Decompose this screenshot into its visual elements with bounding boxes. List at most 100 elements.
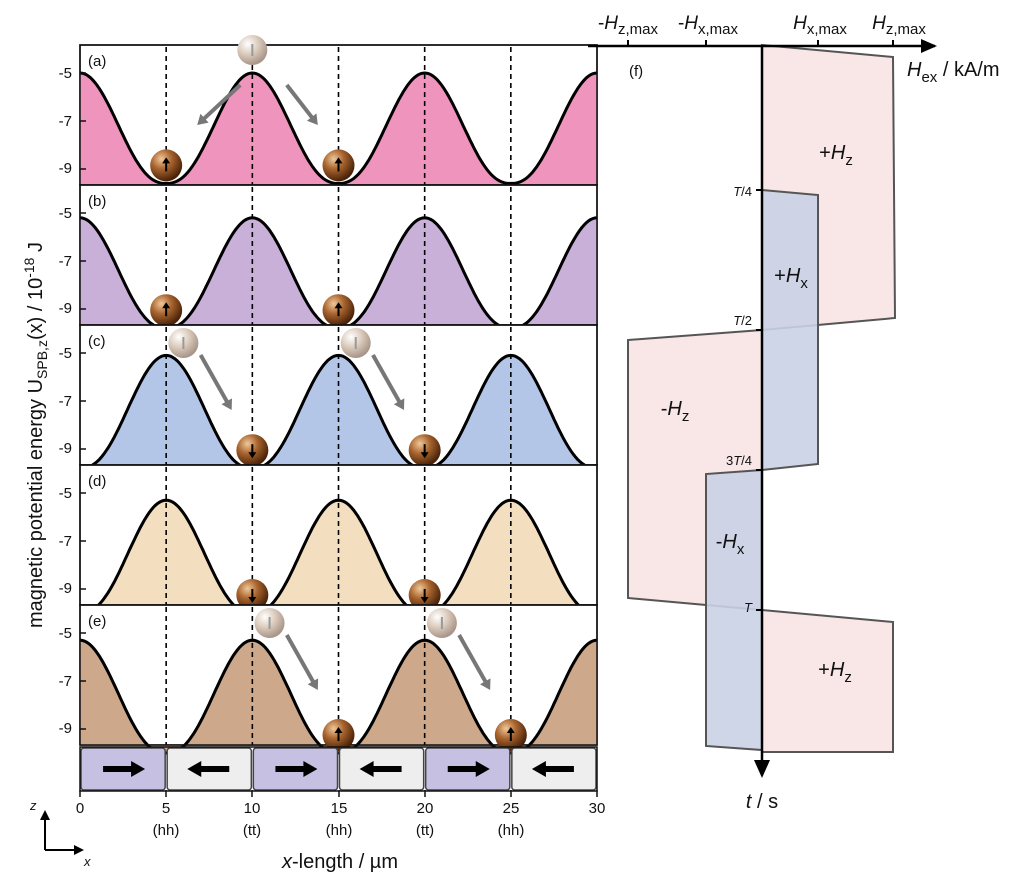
motion-arrow bbox=[201, 83, 242, 122]
x-tick-label: 0 bbox=[76, 800, 84, 817]
magnetization-arrowhead bbox=[303, 761, 318, 777]
energy-fill bbox=[80, 500, 597, 613]
x-tick-label: 20 bbox=[417, 800, 434, 817]
panel-label-a: (a) bbox=[88, 53, 106, 70]
x-tick-label: 30 bbox=[589, 800, 606, 817]
motion-arrow bbox=[285, 83, 315, 120]
x-tick-label: 5 bbox=[162, 800, 170, 817]
magnetization-arrowhead bbox=[131, 761, 146, 777]
motion-arrowhead bbox=[306, 113, 318, 125]
wall-label: (hh) bbox=[498, 822, 525, 839]
spin-arrowhead bbox=[420, 452, 429, 459]
y-tick-label: -5 bbox=[59, 625, 72, 642]
time-tick-label: T bbox=[744, 600, 753, 615]
spin-arrowhead bbox=[334, 157, 343, 164]
panel-label-b: (b) bbox=[88, 193, 106, 210]
left-figure: magnetic potential energy USPB,z(x) / 10… bbox=[21, 35, 605, 873]
x-tick-labels: 0 5 10 15 20 25 30 bbox=[76, 800, 606, 817]
energy-panels bbox=[79, 35, 598, 755]
x-tick-label: 25 bbox=[503, 800, 520, 817]
region-label-plus-hx: +Hx bbox=[774, 265, 808, 292]
motion-arrow bbox=[457, 634, 488, 685]
time-axis-label: t / s bbox=[746, 791, 778, 813]
y-tick-label: -7 bbox=[59, 113, 72, 130]
panel-label-c: (c) bbox=[88, 333, 106, 350]
y-tick-label: -5 bbox=[59, 205, 72, 222]
x-axis-title: x-length / µm bbox=[281, 851, 398, 873]
y-tick-label: -9 bbox=[59, 300, 72, 317]
magnetization-arrowhead bbox=[359, 761, 374, 777]
hz-positive-region-2 bbox=[761, 608, 894, 753]
motion-arrow bbox=[285, 634, 316, 685]
y-tick-label: -5 bbox=[59, 345, 72, 362]
region-label-plus-hz-2: +Hz bbox=[818, 659, 852, 686]
wall-labels: (hh) (tt) (hh) (tt) (hh) bbox=[153, 822, 525, 839]
wall-label: (tt) bbox=[243, 822, 261, 839]
wall-label: (hh) bbox=[153, 822, 180, 839]
y-tick-label: -7 bbox=[59, 393, 72, 410]
x-tick-label: 10 bbox=[244, 800, 261, 817]
top-label-neg-hz-max: -Hz,max bbox=[598, 13, 659, 38]
time-axis-arrowhead bbox=[754, 760, 770, 778]
energy-curve bbox=[79, 638, 598, 755]
motion-arrowhead bbox=[307, 678, 319, 690]
time-axis-ticks bbox=[756, 189, 762, 611]
y-tick-label: -5 bbox=[59, 485, 72, 502]
wall-label: (tt) bbox=[416, 822, 434, 839]
magnetization-arrowhead bbox=[531, 761, 546, 777]
spin-arrowhead bbox=[162, 157, 171, 164]
magnetization-arrowhead bbox=[187, 761, 202, 777]
y-axis-title: magnetic potential energy USPB,z(x) / 10… bbox=[21, 242, 50, 628]
spin-arrowhead bbox=[248, 597, 257, 603]
energy-curve bbox=[80, 498, 597, 615]
y-tick-label: -5 bbox=[59, 65, 72, 82]
energy-panel bbox=[79, 324, 598, 470]
spin-arrowhead bbox=[334, 302, 343, 309]
motion-arrowhead bbox=[393, 398, 405, 410]
hx-positive-region bbox=[761, 188, 819, 472]
energy-fill bbox=[80, 640, 597, 753]
coord-x-label: x bbox=[83, 854, 91, 869]
region-label-minus-hz: -Hz bbox=[661, 398, 690, 425]
panel-label-e: (e) bbox=[88, 613, 106, 630]
panel-label-f: (f) bbox=[629, 63, 643, 80]
motion-arrow bbox=[371, 354, 402, 405]
y-tick-label: -9 bbox=[59, 160, 72, 177]
time-tick-label: 3T/4 bbox=[726, 453, 752, 468]
spin-arrowhead bbox=[506, 727, 515, 733]
h-axis-arrowhead bbox=[921, 39, 937, 53]
top-label-neg-hx-max: -Hx,max bbox=[678, 13, 739, 38]
coord-z-label: z bbox=[29, 798, 37, 813]
top-label-hz-max: Hz,max bbox=[872, 13, 926, 38]
x-tick-marks bbox=[79, 790, 598, 797]
region-label-minus-hx: -Hx bbox=[716, 531, 745, 558]
energy-panel bbox=[79, 604, 598, 755]
motion-arrowhead bbox=[480, 678, 491, 690]
energy-panel bbox=[79, 464, 598, 615]
y-tick-label: -9 bbox=[59, 580, 72, 597]
y-tick-label: -7 bbox=[59, 253, 72, 270]
y-tick-label: -9 bbox=[59, 440, 72, 457]
spin-arrowhead bbox=[248, 452, 257, 459]
motion-arrowhead bbox=[221, 398, 232, 410]
domain-strip bbox=[79, 746, 598, 792]
time-tick-label: T/4 bbox=[733, 184, 752, 199]
coordinate-axes: z x bbox=[29, 798, 91, 869]
panel-label-d: (d) bbox=[88, 473, 106, 490]
energy-fill bbox=[80, 217, 597, 329]
motion-arrow bbox=[198, 354, 230, 405]
hx-negative-region bbox=[705, 468, 763, 752]
y-tick-labels: -5 -7 -9 -5 -7 -9 -5 -7 -9 -5 -7 -9 -5 -… bbox=[59, 65, 72, 737]
energy-panel bbox=[79, 184, 598, 330]
right-figure: -Hz,max -Hx,max Hx,max Hz,max Hex / kA/m… bbox=[588, 13, 1000, 813]
time-tick-label: T/2 bbox=[733, 313, 752, 328]
motion-arrowhead bbox=[197, 113, 209, 125]
spin-arrowhead bbox=[420, 597, 429, 603]
y-tick-label: -7 bbox=[59, 673, 72, 690]
x-tick-label: 15 bbox=[331, 800, 348, 817]
spin-arrowhead bbox=[162, 302, 171, 309]
magnetization-arrowhead bbox=[475, 761, 490, 777]
y-tick-label: -7 bbox=[59, 533, 72, 550]
y-tick-label: -9 bbox=[59, 720, 72, 737]
energy-fill bbox=[80, 73, 597, 185]
